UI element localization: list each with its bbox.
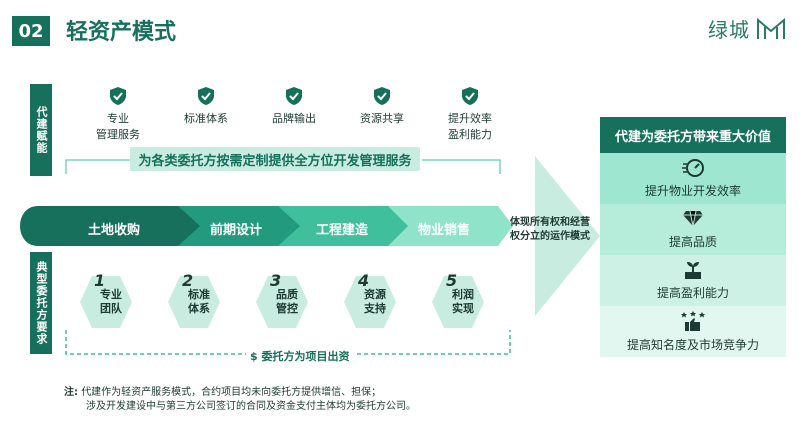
empowerment-label: 盈利能力: [448, 128, 492, 141]
requirement-number: 1: [94, 271, 106, 290]
operation-mode-line: 体现所有权和经营: [510, 217, 590, 228]
shield-check-icon: [110, 87, 126, 105]
footnote-line: 代建作为轻资产服务模式，合约项目均未向委托方提供增信、担保；: [81, 387, 382, 398]
dollar-icon: $: [250, 350, 258, 363]
money-plant-icon: [685, 262, 701, 279]
requirements-side-label: 典型委托方要求: [30, 252, 52, 354]
requirement-hexagon: [168, 276, 220, 328]
requirement-hexagon: [344, 276, 396, 328]
stage-label: 土地收购: [88, 223, 141, 238]
empowerment-side-label: 代建赋能: [30, 84, 52, 176]
empowerment-label: 标准体系: [184, 112, 228, 125]
footnote-prefix: 注:: [64, 387, 78, 398]
stage-label: 工程建造: [316, 223, 369, 238]
value-item-label: 提高盈利能力: [656, 286, 729, 300]
value-item: 提高品质: [600, 204, 786, 255]
requirement-label: 管控: [276, 302, 298, 315]
value-item: 提升物业开发效率: [600, 153, 786, 204]
thumbs-up-stars-icon: [681, 311, 705, 331]
value-item: 提高知名度及市场竞争力: [600, 306, 786, 357]
requirement-number: 3: [270, 271, 282, 290]
requirement-item: 专业团队: [86, 276, 136, 328]
requirement-number: 2: [182, 271, 194, 290]
funding-label: $ 委托方为项目出资: [246, 348, 354, 364]
empowerment-item: 专业 管理服务: [80, 86, 156, 142]
value-panel-title: 代建为委托方带来重大价值: [600, 117, 786, 153]
stage-label: 前期设计: [210, 223, 263, 238]
requirement-label: 利润: [452, 288, 474, 301]
diamond-trophy-icon: [683, 210, 703, 227]
page-title: 轻资产模式: [66, 20, 177, 45]
requirement-label: 品质: [276, 288, 298, 301]
requirement-item: 利润实现: [438, 276, 488, 328]
empowerment-bracket: [65, 159, 501, 174]
footnote-line: 涉及开发建设中与第三方公司签订的合同及资金支付主体均为委托方公司。: [86, 401, 416, 412]
requirement-label: 团队: [100, 302, 122, 315]
requirement-label: 支持: [364, 302, 386, 315]
shield-check-icon: [198, 87, 214, 105]
service-banner: 为各类委托方按需定制提供全方位开发管理服务: [130, 147, 420, 171]
operation-mode-text: 体现所有权和经营 权分立的运作模式: [510, 216, 600, 244]
stage-arrow-1: [20, 206, 200, 246]
empowerment-label: 品牌输出: [272, 112, 316, 125]
funding-text: 委托方为项目出资: [261, 350, 350, 363]
brand-logo: 绿城: [708, 14, 786, 43]
empowerment-item: 标准体系: [168, 86, 244, 126]
stage-arrow-flow: [20, 206, 513, 246]
speed-clock-icon: [682, 159, 704, 177]
requirement-number: 5: [446, 271, 458, 290]
value-item-label: 提高知名度及市场竞争力: [626, 338, 759, 352]
requirement-label: 资源: [364, 288, 386, 301]
operation-mode-line: 权分立的运作模式: [510, 231, 590, 242]
requirement-label: 体系: [188, 302, 210, 315]
section-number-badge: 02: [12, 16, 50, 46]
requirement-label: 专业: [100, 288, 122, 301]
footnote: 注: 代建作为轻资产服务模式，合约项目均未向委托方提供增信、担保； 涉及开发建设…: [64, 386, 416, 414]
empowerment-item: 资源共享: [344, 86, 420, 126]
empowerment-label: 专业: [107, 112, 129, 125]
logo-mark-icon: [757, 17, 785, 39]
empowerment-label: 提升效率: [448, 112, 492, 125]
logo-text: 绿城: [708, 18, 750, 42]
requirements-hexagons: [80, 276, 484, 328]
requirement-hexagon: [256, 276, 308, 328]
shield-check-icon: [286, 87, 302, 105]
requirement-label: 实现: [452, 302, 474, 315]
empowerment-label: 管理服务: [96, 128, 140, 141]
big-chevron: [535, 156, 600, 316]
empowerment-item: 提升效率 盈利能力: [432, 86, 508, 142]
requirement-number: 4: [358, 271, 370, 290]
requirement-item: 品质管控: [262, 276, 312, 328]
value-item-label: 提高品质: [668, 235, 717, 249]
requirement-item: 资源支持: [350, 276, 400, 328]
shield-check-icon: [374, 87, 390, 105]
requirement-item: 标准体系: [174, 276, 224, 328]
stage-label: 物业销售: [418, 223, 471, 238]
shield-check-icon: [462, 87, 478, 105]
requirement-hexagon: [432, 276, 484, 328]
empowerment-label: 资源共享: [360, 112, 404, 125]
empowerment-item: 品牌输出: [256, 86, 332, 126]
value-item-label: 提升物业开发效率: [644, 184, 741, 198]
requirement-label: 标准: [188, 288, 210, 301]
value-item: 提高盈利能力: [600, 255, 786, 306]
requirement-hexagon: [80, 276, 132, 328]
